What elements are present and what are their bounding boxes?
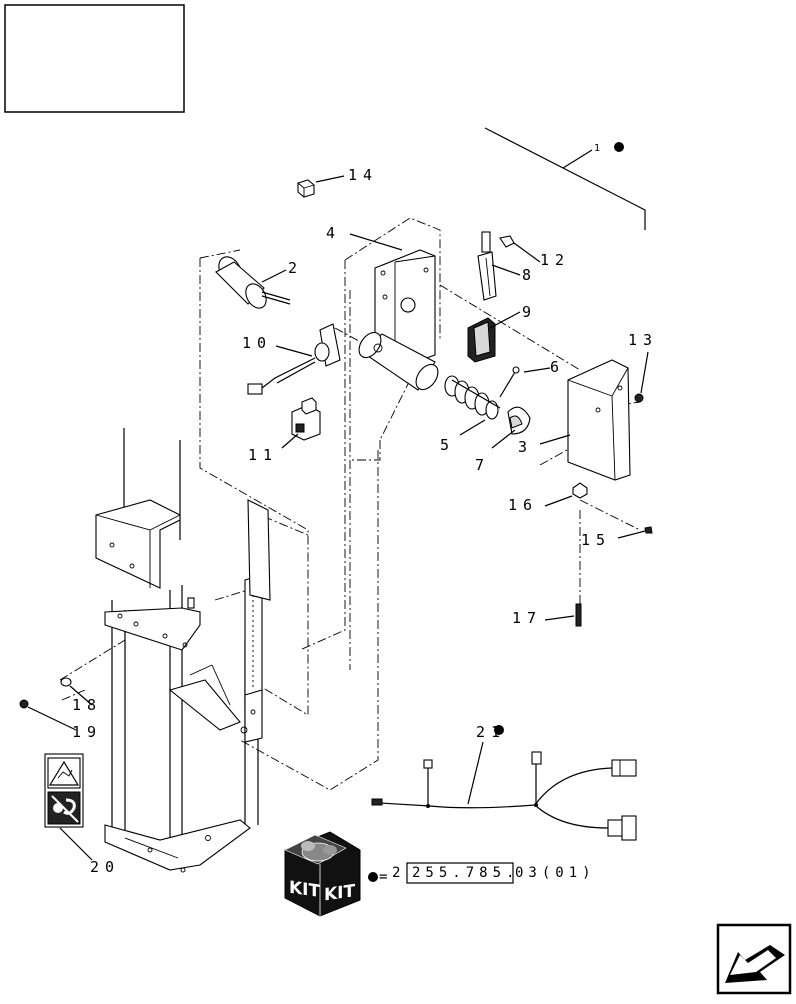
part-2: 2: [215, 256, 303, 309]
kit-code: = 2 255.785. 03(01): [368, 862, 596, 885]
part-5: 5: [440, 375, 501, 454]
kit-box-icon: KIT KIT: [284, 831, 361, 917]
part-11: 11: [248, 397, 321, 464]
support-post: [95, 428, 271, 873]
callout-14: 14: [348, 166, 378, 184]
callout-17: 17: [512, 609, 542, 627]
callout-20: 20: [90, 858, 120, 876]
part-12: 12: [499, 235, 570, 269]
part-8: 8: [477, 231, 537, 301]
callout-9: 9: [522, 303, 537, 321]
part-3: 3: [518, 359, 631, 481]
part-14: 14: [297, 166, 378, 198]
callout-19: 19: [72, 723, 102, 741]
part-21: 21: [371, 723, 637, 841]
callout-3: 3: [518, 438, 533, 456]
kit-word-right: KIT: [324, 881, 355, 905]
kit-marker-21: [494, 725, 504, 735]
part-18: 18: [60, 677, 102, 714]
kit-marker-legend: [368, 872, 378, 882]
part-6: 6: [499, 358, 565, 398]
part-13: 13: [628, 331, 658, 403]
kit-code-suffix: 03(01): [515, 865, 596, 881]
callout-15: 15: [581, 531, 611, 549]
callout-16: 16: [508, 496, 538, 514]
title-block: [4, 4, 185, 113]
kit-code-eq: =: [379, 869, 387, 885]
callout-13: 13: [628, 331, 658, 349]
callout-5: 5: [440, 436, 455, 454]
callout-2: 2: [288, 259, 303, 277]
assembly-outlines: [59, 217, 641, 791]
arrow-down-left-icon[interactable]: [716, 923, 792, 995]
callout-8: 8: [522, 266, 537, 284]
callout-1-group: 1: [484, 127, 646, 230]
callout-4: 4: [326, 224, 341, 242]
callout-18: 18: [72, 696, 102, 714]
part-10: 10: [242, 323, 341, 395]
callout-11: 11: [248, 446, 278, 464]
part-16: 16: [508, 482, 588, 514]
part-17: 17: [512, 603, 582, 627]
warning-decal-icon: 20: [44, 753, 120, 876]
part-15: 15: [581, 526, 653, 549]
kit-word-left: KIT: [289, 878, 320, 902]
callout-12: 12: [540, 251, 570, 269]
part-4: 4: [326, 224, 439, 391]
part-7: 7: [475, 406, 531, 474]
callout-1: 1: [594, 143, 606, 154]
callout-6: 6: [550, 358, 565, 376]
part-9: 9: [467, 303, 537, 363]
callout-10: 10: [242, 334, 272, 352]
callout-21: 21: [476, 723, 506, 741]
kit-code-prefix: 2: [392, 865, 406, 881]
kit-marker-1: [614, 142, 624, 152]
part-19: 19: [19, 699, 102, 741]
kit-code-boxed: 255.785.: [412, 865, 519, 881]
callout-7: 7: [475, 456, 490, 474]
